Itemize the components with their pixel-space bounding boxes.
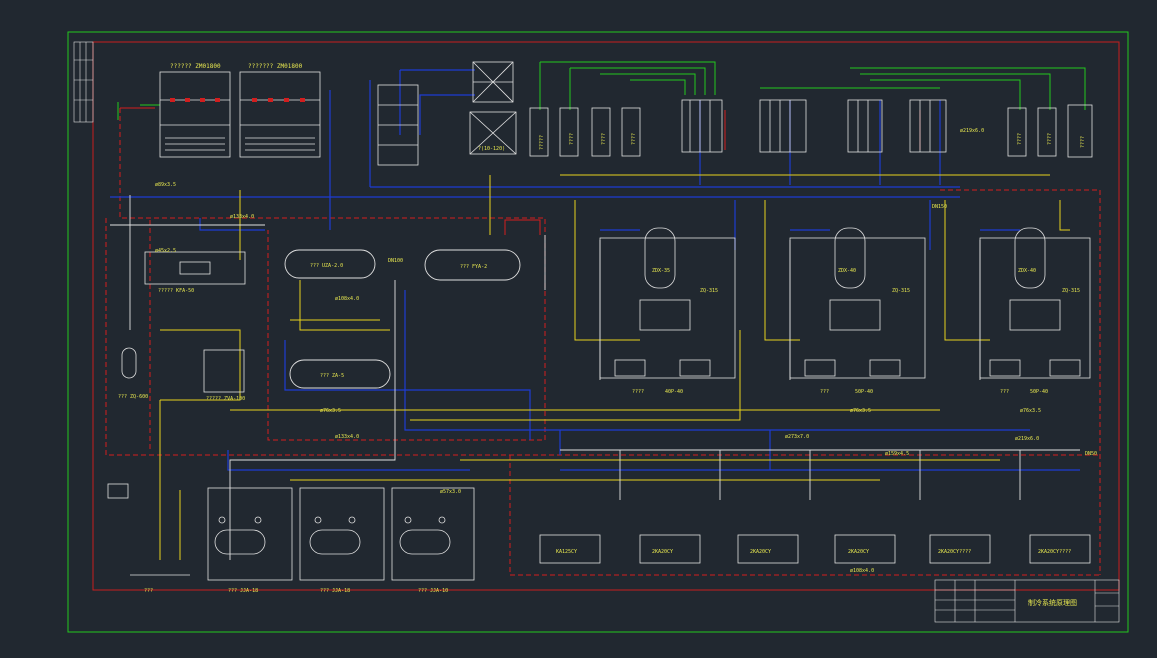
inner-frame	[92, 41, 1120, 591]
compressor-2-label: 2KA20CY	[652, 549, 673, 555]
pipe-label: ø273x7.0	[785, 434, 809, 440]
pipe-label: ø219x6.0	[1015, 436, 1039, 442]
evaporator-1	[207, 487, 293, 581]
pipe-label: ø89x3.5	[155, 182, 176, 188]
pipe-label: ø76x3.5	[320, 408, 341, 414]
dryer-1-left-label: ????	[632, 389, 644, 395]
left-strip	[73, 41, 94, 123]
za5-tank-label: ??? ZA-5	[320, 373, 344, 379]
pipe-label: DN150	[932, 204, 947, 210]
zq-vessel	[121, 347, 137, 379]
top-tank-4-label: ????	[631, 133, 637, 145]
fya-tank-label: ??? FYA-2	[460, 264, 487, 270]
pipe-label: ø108x4.0	[335, 296, 359, 302]
outer-frame	[67, 31, 1129, 633]
manifold	[377, 84, 419, 166]
za5-tank	[289, 359, 391, 389]
evaporator-2-label: ??? JJA-18	[320, 588, 350, 594]
top-tank-1-label: ?????	[539, 135, 545, 150]
fan-b-label: ?(10-120)	[478, 146, 505, 152]
dryer-3	[979, 227, 1091, 379]
dryer-3-left-label: ???	[1000, 389, 1009, 395]
pump-label: ???	[144, 588, 153, 594]
pipe-label: ø108x4.0	[850, 568, 874, 574]
compressor-5-label: 2KA20CY????	[938, 549, 971, 555]
pump-unit	[107, 483, 190, 576]
evaporator-2	[299, 487, 385, 581]
module-2	[239, 71, 321, 158]
yellow-pipes	[159, 174, 1070, 560]
evaporator-3	[391, 487, 475, 581]
dryer-1	[599, 227, 736, 379]
compressor-row	[539, 534, 1091, 564]
top-tanks	[529, 104, 1093, 158]
evaporator-1-label: ??? JJA-18	[228, 588, 258, 594]
kfa-unit-label: ????? KFA-50	[158, 288, 194, 294]
fan-a	[472, 61, 514, 103]
kfa-unit	[144, 251, 246, 285]
dryer-2-label: ZDX-40	[838, 268, 856, 274]
dryer-1-label: ZDX-35	[652, 268, 670, 274]
dashed-boundaries	[105, 108, 1101, 576]
title-block-title: 制冷系统原理图	[1028, 598, 1077, 607]
pipe-label: ø45x2.5	[155, 248, 176, 254]
uza-tank	[284, 249, 376, 279]
dryer-1-bottom-label: 40P-40	[665, 389, 683, 395]
compressor-1-label: KA125CY	[556, 549, 577, 555]
pipe-label: ø76x3.5	[850, 408, 871, 414]
green-pipes	[117, 61, 1086, 120]
top-tank-2-label: ????	[569, 133, 575, 145]
compressor-4-label: 2KA20CY	[848, 549, 869, 555]
compressor-6-label: 2KA20CY????	[1038, 549, 1071, 555]
pipe-label: ø57x3.0	[440, 489, 461, 495]
module-1-label: ?????? ZM01800	[170, 63, 221, 70]
zva-unit	[203, 349, 245, 393]
pipe-label: DN100	[388, 258, 403, 264]
uza-tank-label: ??? UZA-2.0	[310, 263, 343, 269]
zq-vessel-label: ??? ZQ-600	[118, 394, 148, 400]
dryer-2-side-label: ZQ-315	[892, 288, 910, 294]
dryer-3-bottom-label: 50P-40	[1030, 389, 1048, 395]
dryer-3-label: ZDX-40	[1018, 268, 1036, 274]
pipe-label: ø133x4.0	[335, 434, 359, 440]
dryer-2	[789, 227, 926, 379]
evaporator-3-label: ??? JJA-10	[418, 588, 448, 594]
valve-stations	[681, 99, 947, 153]
dryer-3-side-label: ZQ-315	[1062, 288, 1080, 294]
fya-tank	[424, 249, 521, 281]
fan-b	[469, 111, 517, 155]
module-2-label: ??????? ZM01800	[248, 63, 303, 70]
title-block	[934, 579, 1120, 623]
pipe-label: ø219x6.0	[960, 128, 984, 134]
module-valves	[170, 98, 305, 102]
compressor-3-label: 2KA20CY	[750, 549, 771, 555]
pipe-label: ø76x3.5	[1020, 408, 1041, 414]
pipe-label: ø159x4.5	[885, 451, 909, 457]
dryer-1-side-label: ZQ-315	[700, 288, 718, 294]
top-tank-7-label: ????	[1080, 136, 1086, 148]
pipe-label: DN50	[1085, 451, 1097, 457]
white-pipes	[110, 195, 1080, 560]
dryer-2-bottom-label: 50P-40	[855, 389, 873, 395]
top-tank-6-label: ????	[1047, 133, 1053, 145]
top-tank-3-label: ????	[601, 133, 607, 145]
top-tank-5-label: ????	[1017, 133, 1023, 145]
dryer-2-left-label: ???	[820, 389, 829, 395]
zva-unit-label: ????? ZVA-100	[206, 396, 245, 402]
module-1	[159, 71, 231, 158]
pipe-label: ø133x4.0	[230, 214, 254, 220]
